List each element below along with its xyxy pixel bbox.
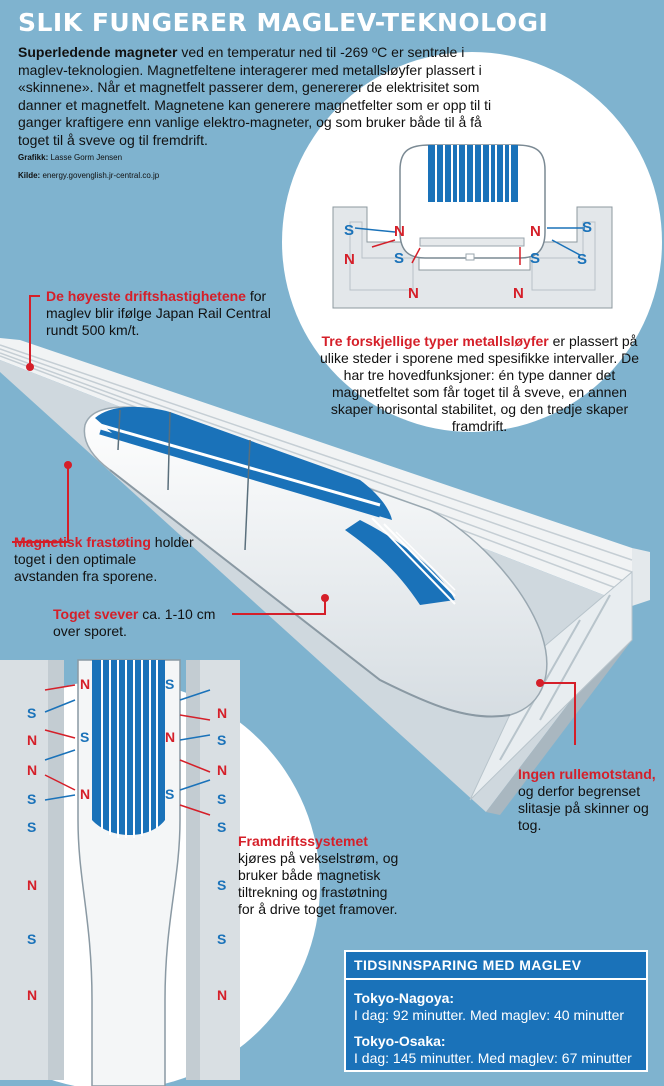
route-detail: I dag: 92 minutter. Med maglev: 40 minut… bbox=[354, 1007, 625, 1023]
credit-source-label: Kilde: bbox=[18, 170, 41, 180]
label-hover: Toget svever ca. 1-10 cm over sporet. bbox=[53, 606, 218, 640]
pole-n: N bbox=[80, 786, 90, 802]
leader-lines bbox=[12, 295, 576, 745]
top-pole-arrows bbox=[354, 227, 585, 265]
pole-s: S bbox=[80, 729, 89, 745]
label-friction: Ingen rullemotstand, og derfor begrenset… bbox=[518, 766, 663, 834]
label-propulsion: Framdriftssystemet kjøres på vekselstrøm… bbox=[238, 833, 403, 918]
label-repulsion: Magnetisk frastøting holder toget i den … bbox=[14, 534, 204, 585]
route-name: Tokyo-Nagoya: bbox=[354, 990, 455, 1006]
pole-n: N bbox=[80, 676, 90, 692]
label-hover-head: Toget svever bbox=[53, 606, 139, 622]
pole-n: N bbox=[165, 729, 175, 745]
pole-n: N bbox=[27, 987, 37, 1003]
maglev-train bbox=[83, 406, 548, 718]
label-loops-head: Tre forskjellige typer metallsløyfer bbox=[321, 333, 549, 349]
label-loops-body: er plassert på ulike steder i sporene me… bbox=[319, 333, 640, 434]
intro-text: Superledende magneter ved en temperatur … bbox=[18, 44, 498, 184]
pole-s: S bbox=[165, 786, 174, 802]
credit-source-value: energy.govenglish.jr-central.co.jp bbox=[40, 170, 160, 180]
label-propulsion-body: kjøres på vekselstrøm, og bruker både ma… bbox=[238, 850, 399, 917]
pole-s: S bbox=[217, 877, 226, 893]
pole-n: N bbox=[27, 877, 37, 893]
label-propulsion-head: Framdriftssystemet bbox=[238, 833, 368, 849]
label-repulsion-body: holder toget i den optimale avstanden fr… bbox=[14, 534, 194, 584]
pole-s: S bbox=[530, 250, 540, 267]
pole-s: S bbox=[165, 676, 174, 692]
pole-s: S bbox=[217, 931, 226, 947]
pole-s: S bbox=[27, 705, 36, 721]
intro-lead: Superledende magneter bbox=[18, 44, 178, 60]
credit-source: Kilde: energy.govenglish.jr-central.co.j… bbox=[18, 167, 498, 185]
pole-n: N bbox=[513, 285, 524, 302]
label-hover-body: ca. 1-10 cm over sporet. bbox=[53, 606, 216, 639]
label-friction-body: og derfor begrenset slitasje på skinner … bbox=[518, 783, 649, 833]
route-name: Tokyo-Osaka: bbox=[354, 1033, 446, 1049]
pole-s: S bbox=[27, 791, 36, 807]
top-view-circle bbox=[0, 659, 320, 1086]
label-repulsion-head: Magnetisk frastøting bbox=[14, 534, 151, 550]
pole-s: S bbox=[577, 251, 587, 268]
pole-s: S bbox=[344, 222, 354, 239]
pole-s: S bbox=[217, 819, 226, 835]
label-friction-head: Ingen rullemotstand, bbox=[518, 766, 656, 782]
page-title: SLIK FUNGERER MAGLEV-TEKNOLOGI bbox=[18, 8, 549, 37]
route-detail: I dag: 145 minutter. Med maglev: 67 minu… bbox=[354, 1050, 632, 1066]
pole-n: N bbox=[217, 987, 227, 1003]
pole-s: S bbox=[394, 250, 404, 267]
label-loops: Tre forskjellige typer metallsløyfer er … bbox=[312, 333, 647, 435]
pole-n: N bbox=[530, 223, 541, 240]
time-savings-box: TIDSINNSPARING MED MAGLEV Tokyo-Nagoya: … bbox=[344, 950, 648, 1072]
pole-s: S bbox=[27, 931, 36, 947]
pole-n: N bbox=[344, 251, 355, 268]
pole-n: N bbox=[27, 732, 37, 748]
pole-n: N bbox=[27, 762, 37, 778]
pole-s: S bbox=[582, 219, 592, 236]
credit-graphics-value: Lasse Gorm Jensen bbox=[48, 153, 123, 162]
label-speed-head: De høyeste driftshastighetene bbox=[46, 288, 246, 304]
time-savings-heading: TIDSINNSPARING MED MAGLEV bbox=[346, 952, 646, 980]
label-speed: De høyeste driftshastighetene for maglev… bbox=[46, 288, 296, 339]
pole-n: N bbox=[408, 285, 419, 302]
cross-section-circle bbox=[282, 52, 662, 432]
bottom-pole-arrows bbox=[44, 684, 211, 816]
credit-graphics-label: Grafikk: bbox=[18, 153, 49, 162]
label-speed-body: for maglev blir ifølge Japan Rail Centra… bbox=[46, 288, 271, 338]
intro-body: ved en temperatur ned til -269 ºC er sen… bbox=[18, 44, 492, 148]
pole-s: S bbox=[217, 732, 226, 748]
pole-s: S bbox=[27, 819, 36, 835]
pole-s: S bbox=[217, 791, 226, 807]
credit-graphics: Grafikk: Lasse Gorm Jensen bbox=[18, 149, 498, 167]
pole-n: N bbox=[217, 762, 227, 778]
pole-n: N bbox=[394, 223, 405, 240]
pole-n: N bbox=[217, 705, 227, 721]
